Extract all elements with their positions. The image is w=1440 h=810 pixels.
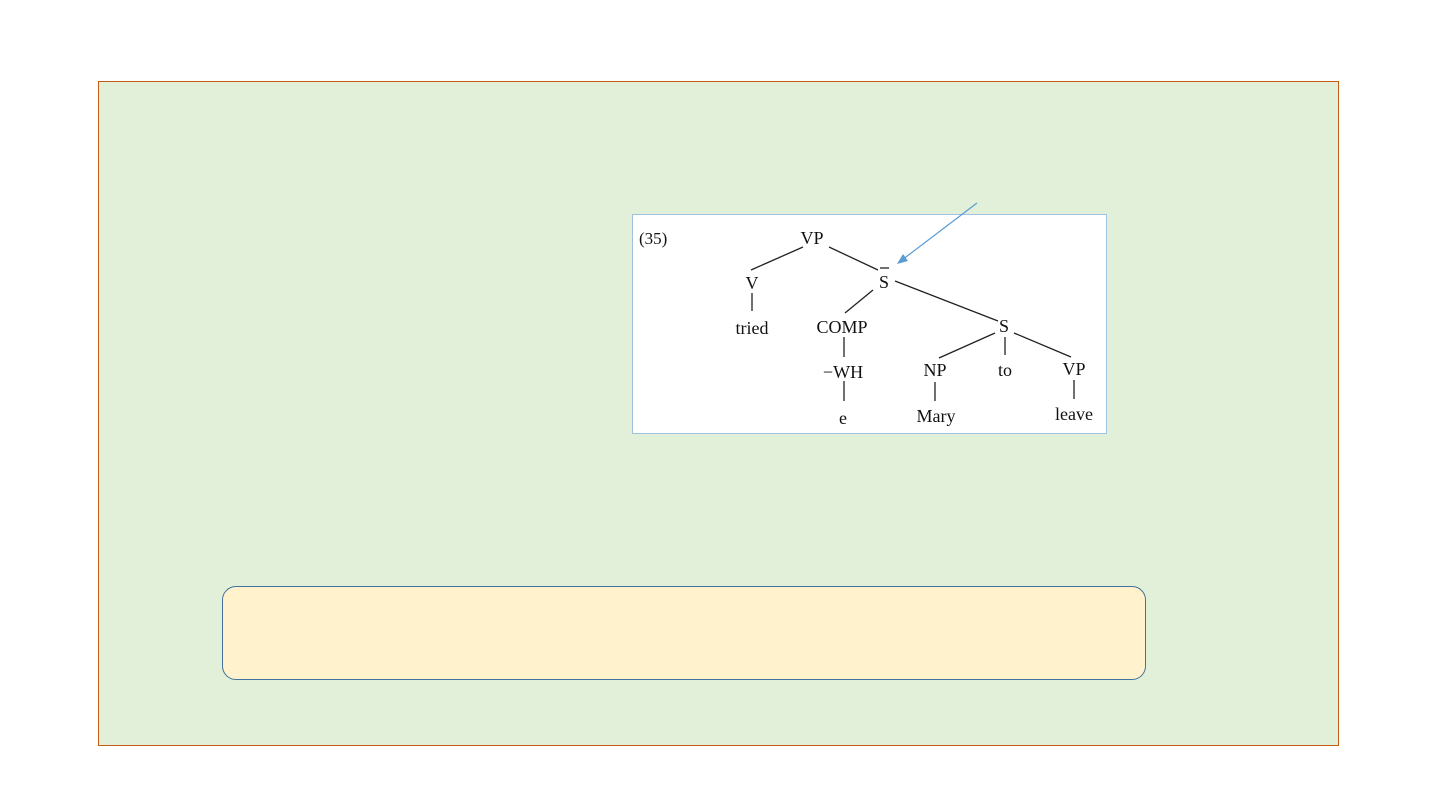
leaf-leave: leave [1055,404,1093,424]
node-s: S [999,316,1009,336]
branch-s-vp [1013,332,1072,358]
node-wh: −WH [823,362,863,382]
leaf-tried: tried [736,318,769,338]
node-vp-root: VP [800,228,823,248]
node-sbar: S [879,272,889,292]
syntax-tree: (35) VP V S tried COMP S −WH NP to VP e … [639,228,1093,428]
branch-sbar-s [894,280,999,322]
branch-vp-sbar [828,246,879,271]
branch-vp-v [750,246,804,271]
syntax-tree-panel: (35) VP V S tried COMP S −WH NP to VP e … [632,214,1107,434]
leaf-e: e [839,408,847,428]
node-v: V [746,273,759,293]
node-vp-inner: VP [1062,359,1085,379]
branch-sbar-comp [844,289,874,314]
note-box [222,586,1146,680]
node-np: NP [923,360,946,380]
branch-s-np [938,332,996,359]
example-number: (35) [639,229,667,248]
leaf-mary: Mary [917,406,956,426]
node-comp: COMP [816,317,867,337]
leaf-to: to [998,360,1012,380]
